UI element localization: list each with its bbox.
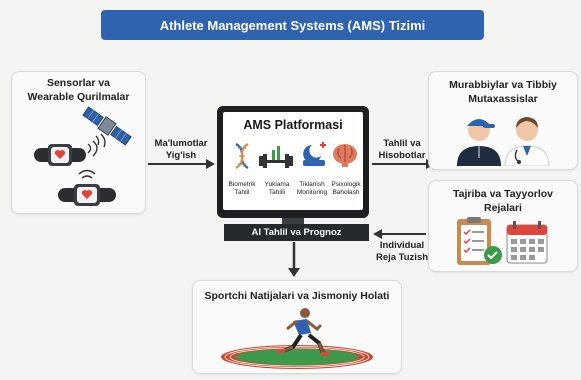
- result-title: Sportchi Natijalari va Jismoniy Holati: [204, 290, 390, 302]
- plan-label-line1: Individual: [379, 240, 425, 251]
- result-card: Sportchi Natijalari va Jismoniy Holati: [192, 280, 402, 374]
- sensors-title-line1: Sensorlar va: [46, 77, 111, 89]
- module-label-line1: Psixologik: [331, 181, 361, 188]
- plans-card: Tajriba va Tayyorlov Rejalari: [428, 180, 578, 272]
- module-recovery-label: Tiklanish Monitoring: [294, 181, 330, 197]
- ai-analysis-bar: AI Tahlil va Prognoz: [224, 224, 369, 241]
- sleep-monitoring-icon: [303, 142, 326, 166]
- satellite-icon: [82, 106, 132, 146]
- platform-title: AMS Platformasi: [243, 118, 343, 132]
- experts-title-line1: Murabbiylar va Tibbiy: [449, 79, 557, 91]
- module-label-line1: Biometrik: [228, 181, 256, 188]
- plan-label-line2: Reja Tuzish: [375, 252, 429, 263]
- module-label-line2: Monitoring: [296, 189, 328, 196]
- clipboard-calendar-icon: [457, 217, 548, 265]
- analysis-label-line2: Hisobotlar: [378, 150, 426, 161]
- module-label-line2: Baholash: [332, 189, 360, 196]
- module-label-line2: Tahlil: [234, 189, 250, 196]
- dumbbell-chart-icon: [259, 146, 293, 168]
- plans-title-line1: Tajriba va Tayyorlov: [453, 188, 553, 200]
- arrow-platform-to-experts: [372, 159, 435, 169]
- module-label-line1: Yuklama: [264, 181, 290, 188]
- plans-title-line2: Rejalari: [484, 202, 522, 214]
- module-psych-label: Psixologik Baholash: [328, 181, 364, 197]
- collect-label-line2: Yig'ish: [165, 150, 197, 161]
- collect-data-label: Ma'lumotlar Yig'ish: [146, 138, 216, 162]
- individual-plan-label: Individual Reja Tuzish: [370, 240, 434, 264]
- sensors-title-line2: Wearable Qurilmalar: [27, 91, 130, 103]
- collect-label-line1: Ma'lumotlar: [154, 138, 208, 149]
- analysis-reports-label: Tahlil va Hisobotlar: [372, 138, 432, 162]
- module-biometric-label: Biometrik Tahlil: [224, 181, 260, 197]
- arrow-platform-to-result: [288, 242, 300, 277]
- sensors-card: Sensorlar va Wearable Qurilmalar: [11, 71, 146, 214]
- brain-icon: [333, 144, 357, 167]
- arrow-sensors-to-platform: [148, 159, 215, 169]
- experts-card: Murabbiylar va Tibbiy Mutaxassislar: [428, 71, 578, 170]
- experts-title-line2: Mutaxassislar: [468, 93, 538, 105]
- module-load-label: Yuklama Tahlili: [259, 181, 295, 197]
- monitor-stand: [282, 218, 304, 224]
- runner-on-track-icon: [221, 308, 373, 369]
- module-label-line2: Tahlili: [268, 189, 286, 196]
- coach-and-doctor-icon: [457, 117, 550, 166]
- analysis-label-line1: Tahlil va: [383, 138, 421, 149]
- module-label-line1: Tiklanish: [299, 181, 325, 188]
- dna-icon: [235, 143, 249, 169]
- wearable-devices-icon: [34, 106, 132, 206]
- arrow-plans-to-platform: [373, 229, 426, 239]
- page-title: Athlete Management Systems (AMS) Tizimi: [101, 10, 484, 40]
